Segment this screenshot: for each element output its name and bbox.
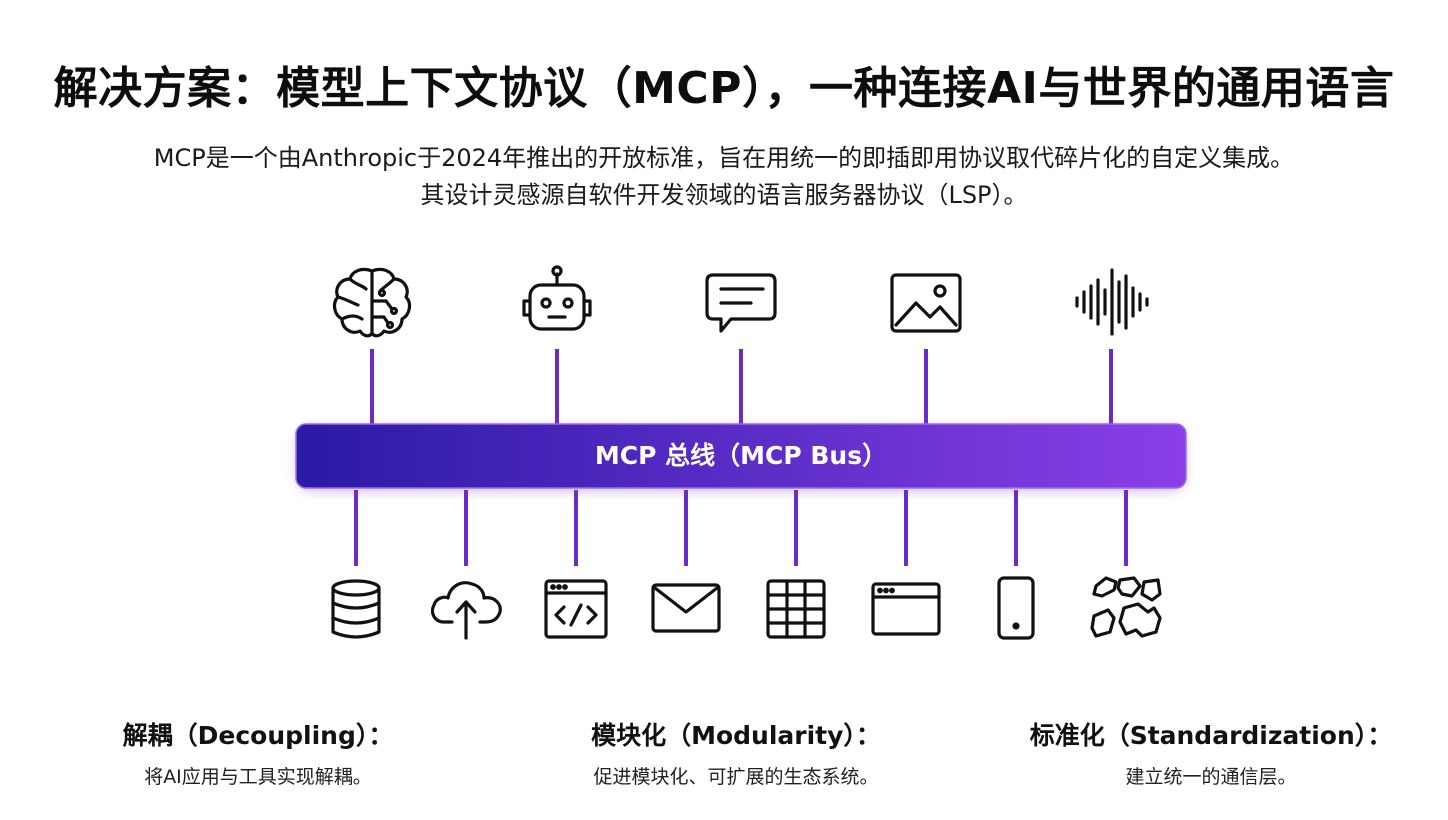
subtitle-line-2: 其设计灵感源自软件开发领域的语言服务器协议（LSP）。 <box>420 181 1028 209</box>
mobile-phone-icon <box>997 576 1035 640</box>
puzzle-pieces-icon <box>1090 576 1162 638</box>
cloud-upload-icon <box>430 581 502 640</box>
browser-window-icon <box>871 582 941 636</box>
audio-wave-icon <box>1075 268 1149 336</box>
code-window-icon <box>544 579 608 639</box>
feature-desc: 促进模块化、可扩展的生态系统。 <box>593 766 879 788</box>
subtitle: MCP是一个由Anthropic于2024年推出的开放标准，旨在用统一的即插即用… <box>0 140 1448 214</box>
feature-title: 解耦（Decoupling）： <box>122 721 394 750</box>
feature-modularity: 模块化（Modularity）： 促进模块化、可扩展的生态系统。 <box>526 716 946 789</box>
top-connectors <box>370 349 1113 424</box>
feature-desc: 将AI应用与工具实现解耦。 <box>144 766 372 788</box>
subtitle-line-1: MCP是一个由Anthropic于2024年推出的开放标准，旨在用统一的即插即用… <box>153 144 1295 172</box>
spreadsheet-icon <box>766 579 826 639</box>
mcp-bus <box>295 423 1187 489</box>
feature-title: 标准化（Standardization）： <box>1029 721 1393 750</box>
page-title: 解决方案：模型上下文协议（MCP），一种连接AI与世界的通用语言 <box>53 63 1395 114</box>
mcp-bus-label: MCP 总线（MCP Bus） <box>594 441 888 470</box>
database-icon <box>331 579 381 639</box>
image-icon <box>890 273 962 333</box>
chat-bubble-icon <box>705 273 777 333</box>
brain-icon <box>332 267 412 338</box>
feature-desc: 建立统一的通信层。 <box>1125 766 1297 788</box>
feature-standardization: 标准化（Standardization）： 建立统一的通信层。 <box>1001 716 1421 789</box>
feature-title: 模块化（Modularity）： <box>591 721 881 750</box>
bottom-connectors <box>354 490 1128 566</box>
robot-icon <box>522 265 592 331</box>
feature-decoupling: 解耦（Decoupling）： 将AI应用与工具实现解耦。 <box>48 716 468 789</box>
mail-icon <box>651 583 721 633</box>
